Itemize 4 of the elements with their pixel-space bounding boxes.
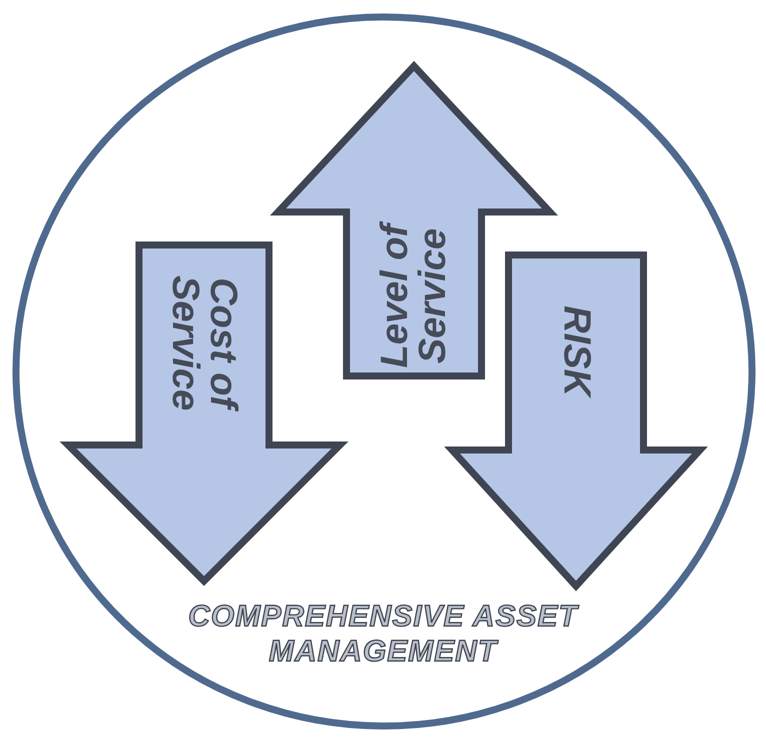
- arrow-label: Level of Service: [374, 207, 454, 385]
- arrow-label: RISK: [536, 246, 616, 455]
- arrow-label: Cost of Service: [164, 274, 244, 414]
- caption-text: COMPREHENSIVE ASSET MANAGEMENT: [187, 600, 580, 669]
